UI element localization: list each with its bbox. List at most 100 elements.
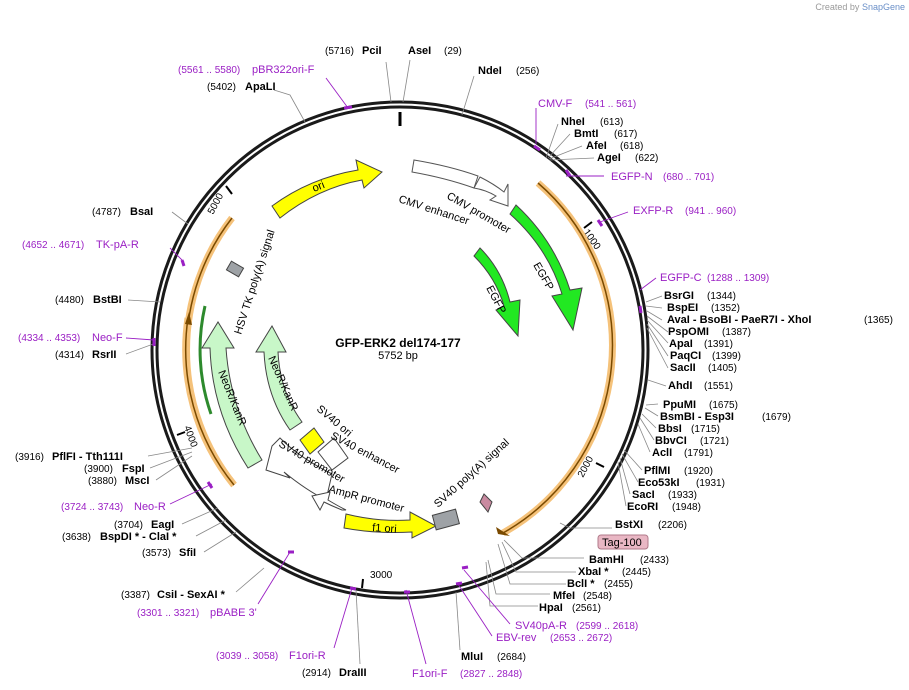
leader-pcii xyxy=(385,61,392,103)
leader-ndei xyxy=(461,75,475,116)
site-ecori-pos: (1948) xyxy=(672,502,701,513)
primer-mark-sv40par xyxy=(461,565,469,570)
primer-f1orif-pos: (2827 .. 2848) xyxy=(460,669,522,680)
site-fspi-pos: (3900) xyxy=(84,464,113,475)
leader-pflfi-group xyxy=(147,447,193,481)
f1-ori-label: f1 ori xyxy=(372,522,397,536)
primer-labels: (5561 .. 5580) pBR322ori-F CMV-F (541 ..… xyxy=(18,64,769,680)
ampr-promoter-arrow xyxy=(311,491,347,512)
leader-csii xyxy=(235,567,265,593)
cmv-enhancer-arrow xyxy=(411,159,479,189)
site-bspei-pos: (1352) xyxy=(711,303,740,314)
backbone-outer xyxy=(150,100,650,600)
primer-tkpar-name: TK-pA-R xyxy=(96,239,139,251)
site-bsai-name: BsaI xyxy=(130,206,153,218)
site-bbsi-pos: (1715) xyxy=(691,424,720,435)
site-saci-pos: (1933) xyxy=(668,490,697,501)
site-bstbi-name: BstBI xyxy=(93,294,122,306)
orf-arcs xyxy=(182,180,616,537)
tick-4000-mark xyxy=(176,431,186,436)
site-ahdi-name: AhdI xyxy=(668,380,692,392)
sv40-ori-box xyxy=(299,427,325,455)
leader-right-group xyxy=(617,295,669,507)
primer-mark-pbr322 xyxy=(343,105,353,110)
site-bbsi-name: BbsI xyxy=(658,423,682,435)
site-draiii-pos: (2914) xyxy=(302,668,331,679)
primer-leader-tkpar xyxy=(169,247,185,263)
primer-egfpc-name: EGFP-C xyxy=(660,272,702,284)
site-bmti-pos: (617) xyxy=(614,129,637,140)
ori-label: ori xyxy=(311,179,327,195)
tick-1000-mark xyxy=(583,221,593,229)
site-bamhi-pos: (2433) xyxy=(640,555,669,566)
primer-leader-f1orif xyxy=(405,589,427,665)
site-agei-pos: (622) xyxy=(635,153,658,164)
site-saci-name: SacI xyxy=(632,489,655,501)
leader-bsai xyxy=(171,211,189,225)
orf-arc-egfp-line xyxy=(502,182,614,534)
site-bsai-pos: (4787) xyxy=(92,207,121,218)
site-bbvci-name: BbvCI xyxy=(655,435,687,447)
orf-arc-neo3 xyxy=(198,305,213,415)
site-msci-name: MscI xyxy=(125,475,149,487)
ampr-promoter-label: AmpR promoter xyxy=(327,483,405,515)
site-msci-pos: (3880) xyxy=(88,476,117,487)
site-mlui-name: MluI xyxy=(461,651,483,663)
leader-bstxi xyxy=(559,522,612,529)
cmv-promoter-arrow xyxy=(473,176,509,207)
site-hpai-pos: (2561) xyxy=(572,603,601,614)
hsv-tk-polya-label: HSV TK poly(A) signal xyxy=(232,228,277,336)
site-fspi-name: FspI xyxy=(122,463,145,475)
site-bamhi-name: BamHI xyxy=(589,554,624,566)
site-bmti-name: BmtI xyxy=(574,128,598,140)
site-draiii-name: DraIII xyxy=(339,667,367,679)
primer-leader-neof xyxy=(125,337,155,341)
leader-lines xyxy=(125,59,669,665)
primer-leader-egfpc xyxy=(639,277,657,291)
hsv-tk-polya-box xyxy=(225,260,245,278)
primer-egfpn-name: EGFP-N xyxy=(611,171,653,183)
site-nhei-name: NheI xyxy=(561,116,585,128)
sv40-enhancer-box xyxy=(317,437,349,471)
site-pflmi-pos: (1920) xyxy=(684,466,713,477)
site-acli-pos: (1791) xyxy=(684,448,713,459)
site-mfei-name: MfeI xyxy=(553,590,575,602)
orf-arc-egfp-head xyxy=(496,527,510,536)
primer-leaders xyxy=(125,77,657,665)
leader-mlui xyxy=(455,591,461,651)
snapgene-logo: SnapGene xyxy=(861,2,905,12)
primer-cmvf-pos: (541 .. 561) xyxy=(585,99,636,110)
plasmid-name: GFP-ERK2 del174-177 xyxy=(335,336,461,350)
site-bsrgi-name: BsrGI xyxy=(664,290,694,302)
site-apali-name: ApaLI xyxy=(245,81,276,93)
site-acli-name: AclI xyxy=(652,447,672,459)
site-labels: (5716) PciI AseI (29) NdeI (256) (5402) … xyxy=(15,45,893,679)
site-avai-pos: (1365) xyxy=(864,315,893,326)
tag-label: Tag-100 xyxy=(602,537,642,549)
primer-marks xyxy=(152,105,643,594)
site-bspdi-pos: (3638) xyxy=(62,532,91,543)
site-eco53ki-pos: (1931) xyxy=(696,478,725,489)
primer-mark-tkpar xyxy=(180,259,186,267)
site-ecori-name: EcoRI xyxy=(627,501,658,513)
site-apali-pos: (5402) xyxy=(207,82,236,93)
site-pcii-name: PciI xyxy=(362,45,382,57)
leader-rsrii xyxy=(125,342,157,355)
site-pspomi-name: PspOMI xyxy=(668,326,709,338)
site-afei-name: AfeI xyxy=(586,140,607,152)
site-ndei-name: NdeI xyxy=(478,65,502,77)
site-bspei-name: BspEI xyxy=(667,302,698,314)
site-sfii-pos: (3573) xyxy=(142,548,171,559)
f1-ori-arrow xyxy=(343,511,438,539)
primer-leader-pbr322 xyxy=(325,77,349,109)
primer-mark-egfpc xyxy=(638,305,643,314)
site-asei-name: AseI xyxy=(408,45,431,57)
site-bsrgi-pos: (1344) xyxy=(707,291,736,302)
site-mlui-pos: (2684) xyxy=(497,652,526,663)
site-rsrii-pos: (4314) xyxy=(55,350,84,361)
leader-apali xyxy=(273,89,306,123)
site-xbai-name: XbaI * xyxy=(578,566,609,578)
sv40-polya-box xyxy=(431,508,461,531)
site-hpai-name: HpaI xyxy=(539,602,563,614)
site-xbai-pos: (2445) xyxy=(622,567,651,578)
